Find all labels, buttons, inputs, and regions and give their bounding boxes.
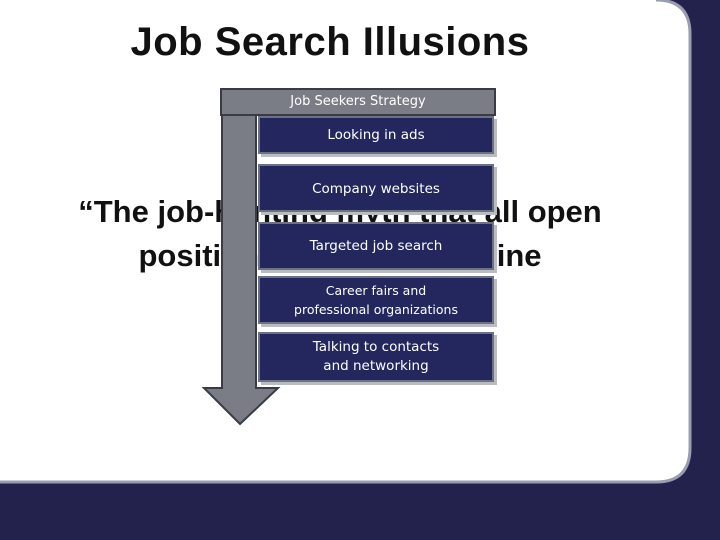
slide-title: Job Search Illusions bbox=[130, 20, 530, 64]
strategy-item-targeted-search: Targeted job search bbox=[258, 222, 494, 270]
diagram-header: Job Seekers Strategy bbox=[220, 88, 496, 116]
networking-line-2: and networking bbox=[323, 358, 429, 374]
networking-line-1: Talking to contacts bbox=[312, 339, 440, 355]
strategy-item-career-fairs: Career fairs and professional organizati… bbox=[258, 276, 494, 324]
career-fairs-line-1: Career fairs and bbox=[325, 283, 427, 298]
career-fairs-line-2: professional organizations bbox=[294, 302, 458, 317]
strategy-item-networking: Talking to contacts and networking bbox=[258, 332, 494, 382]
strategy-item-company-websites: Company websites bbox=[258, 164, 494, 212]
strategy-item-ads: Looking in ads bbox=[258, 116, 494, 154]
